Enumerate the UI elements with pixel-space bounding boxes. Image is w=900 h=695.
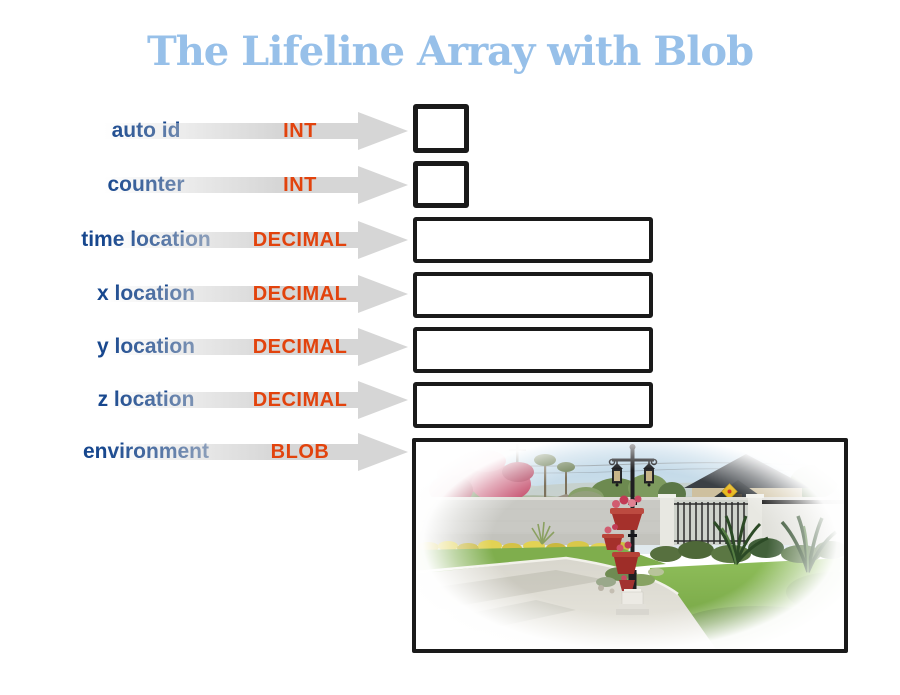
- field-type-z-location: DECIMAL: [252, 389, 348, 411]
- arrow-head-icon: [358, 221, 408, 259]
- field-type-auto-id: INT: [283, 120, 317, 142]
- arrow-shaft: [104, 177, 360, 193]
- arrow-shaft: [104, 392, 360, 408]
- arrow-head-icon: [358, 112, 408, 150]
- arrow-shaft: [104, 339, 360, 355]
- field-type-time-location: DECIMAL: [252, 229, 348, 251]
- field-box-counter: [413, 161, 469, 208]
- arrow-head-icon: [358, 433, 408, 471]
- field-box-z-location: [413, 382, 653, 428]
- field-box-time-location: [413, 217, 653, 263]
- arrow-shaft: [104, 286, 360, 302]
- arrow-head-icon: [358, 275, 408, 313]
- arrow-shaft: [104, 232, 360, 248]
- environment-photo-illustration: [416, 442, 844, 649]
- field-type-environment: BLOB: [270, 441, 330, 463]
- arrow-shaft: [104, 123, 360, 139]
- arrow-head-icon: [358, 381, 408, 419]
- arrow-head-icon: [358, 328, 408, 366]
- field-box-x-location: [413, 272, 653, 318]
- arrow-head-icon: [358, 166, 408, 204]
- field-box-auto-id: [413, 104, 469, 153]
- environment-photo: [412, 438, 848, 653]
- field-box-y-location: [413, 327, 653, 373]
- field-type-x-location: DECIMAL: [252, 283, 348, 305]
- field-type-y-location: DECIMAL: [252, 336, 348, 358]
- page-title: The Lifeline Array with Blob: [146, 28, 754, 75]
- field-type-counter: INT: [283, 174, 317, 196]
- arrow-shaft: [104, 444, 360, 460]
